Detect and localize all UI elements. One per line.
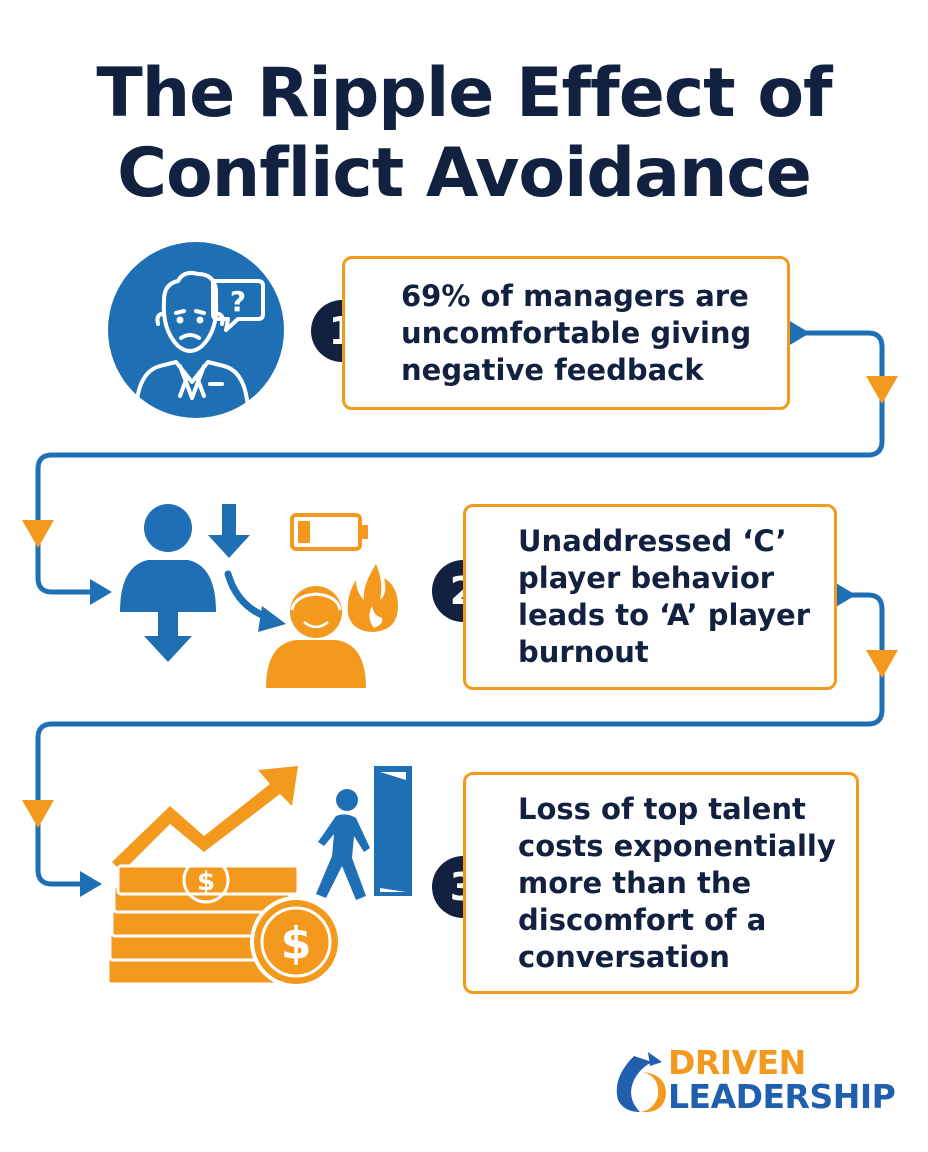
connector-2-to-3 [35, 592, 885, 887]
driven-leadership-logo-icon [616, 1052, 666, 1113]
title-line-2: Conflict Avoidance [117, 134, 812, 213]
svg-text:?: ? [230, 285, 246, 318]
step-1-box: 69% of managers are uncomfortable giving… [342, 256, 790, 410]
orange-arrow-markers [22, 376, 898, 828]
money-cost-icon: $ $ [106, 766, 412, 988]
connector-1-to-2 [35, 330, 885, 595]
logo-line-1: DRIVEN [668, 1043, 806, 1082]
flow-connectors [35, 330, 885, 887]
step-2-box: Unaddressed ‘C’ player behavior leads to… [463, 504, 837, 690]
orange-arrow-1 [866, 376, 898, 404]
arrowhead-left-2 [80, 871, 102, 897]
step-1-text: 69% of managers are uncomfortable giving… [401, 278, 752, 387]
step-3-text: Loss of top talent costs exponentially m… [518, 791, 836, 974]
logo-line-2: LEADERSHIP [668, 1077, 896, 1116]
step-3-box: Loss of top talent costs exponentially m… [463, 772, 859, 994]
title-line-1: The Ripple Effect of [96, 54, 832, 133]
page-title: The Ripple Effect of Conflict Avoidance [0, 54, 928, 214]
orange-arrow-4 [22, 800, 54, 828]
svg-text:$: $ [197, 867, 215, 897]
logo: DRIVEN LEADERSHIP [668, 1043, 896, 1116]
burnout-people-icon [120, 504, 398, 688]
step-2-text: Unaddressed ‘C’ player behavior leads to… [518, 524, 811, 669]
uncomfortable-manager-icon: ? [108, 242, 284, 418]
arrowhead-left-1 [90, 579, 112, 605]
orange-arrow-2 [22, 520, 54, 548]
svg-text:$: $ [281, 918, 312, 969]
orange-arrow-3 [866, 650, 898, 678]
